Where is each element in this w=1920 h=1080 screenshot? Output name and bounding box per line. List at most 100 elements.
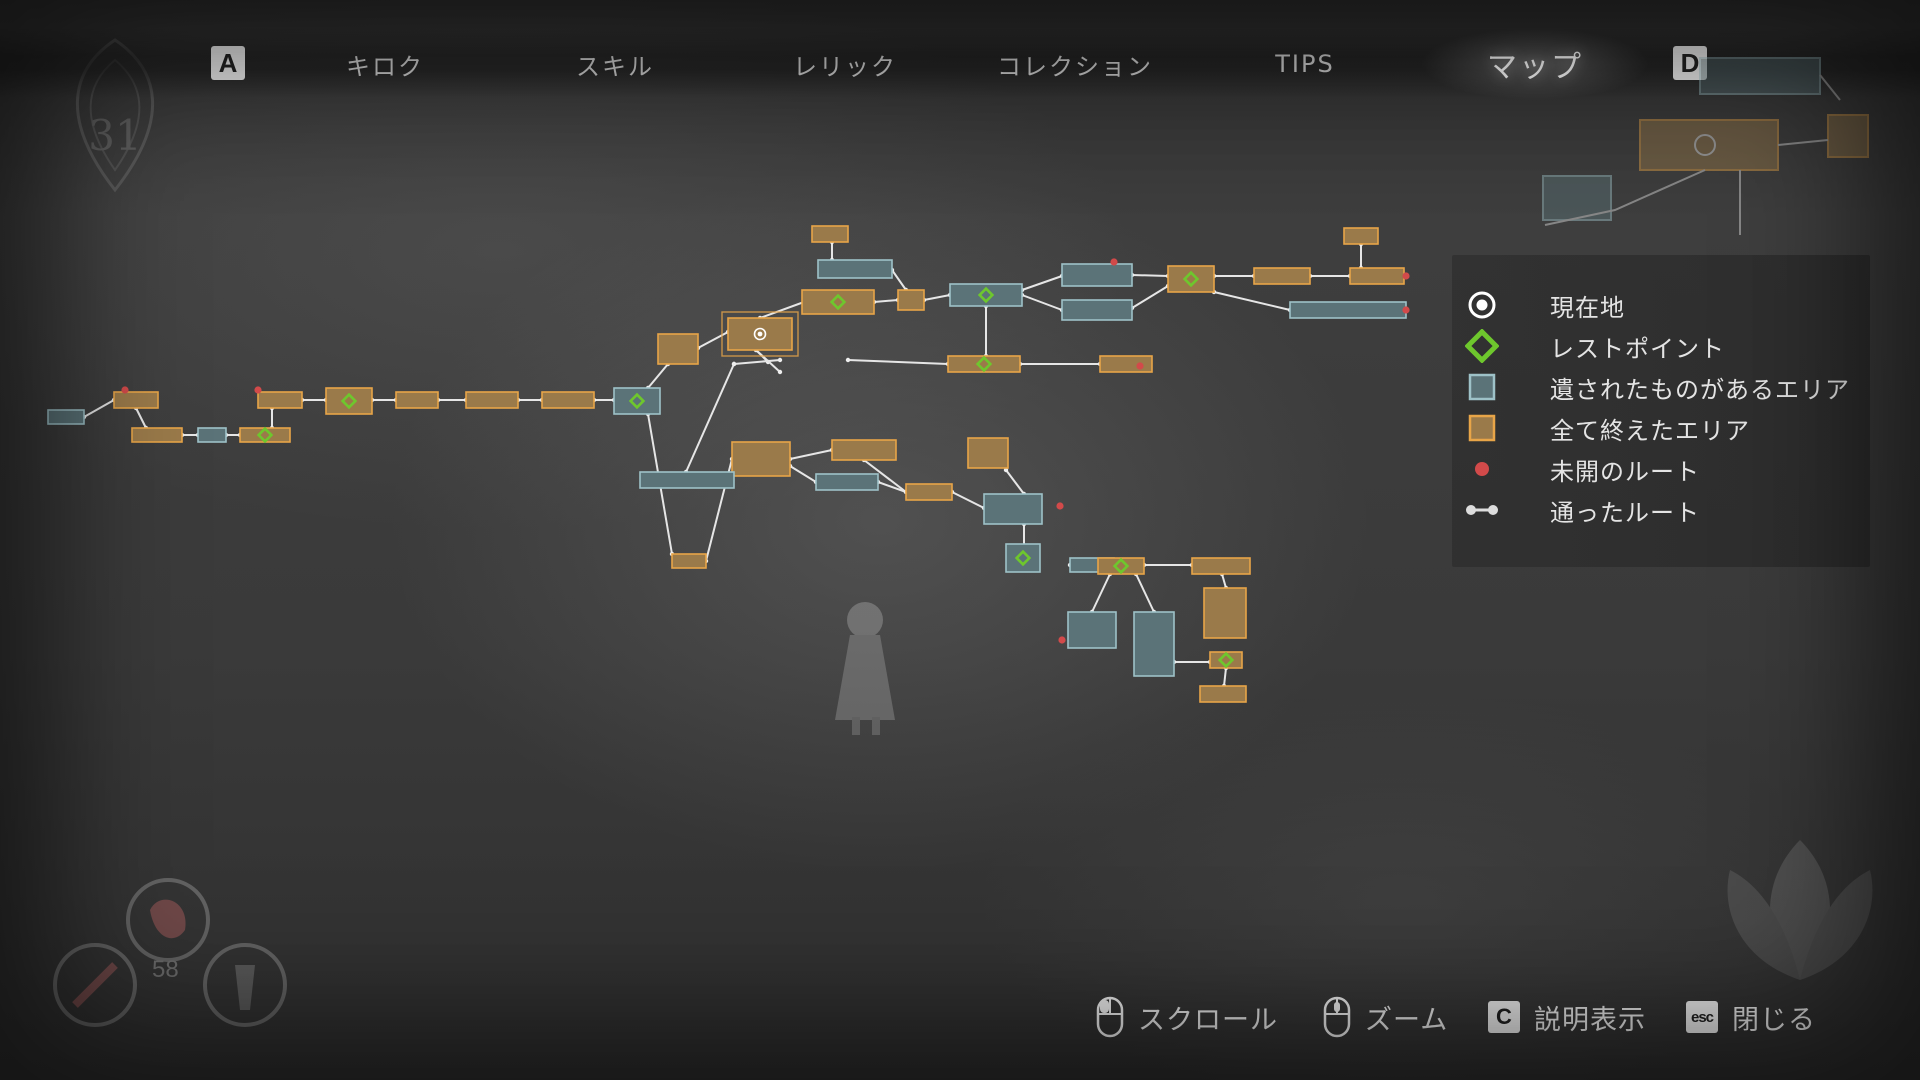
map-room-complete[interactable] — [1343, 227, 1379, 245]
tab-collection[interactable]: コレクション — [997, 52, 1153, 81]
rest-point-icon[interactable] — [829, 293, 847, 311]
map-room-remaining[interactable] — [983, 493, 1043, 525]
tab-skill[interactable]: スキル — [576, 52, 654, 81]
rest-point-icon[interactable] — [1014, 549, 1032, 567]
route-path — [863, 459, 907, 493]
route-path — [1021, 294, 1063, 311]
map-room-complete[interactable] — [541, 391, 595, 409]
rest-point-icon[interactable] — [1112, 557, 1130, 575]
map-room-complete[interactable] — [811, 225, 849, 243]
area-remaining-icon — [1464, 369, 1500, 405]
map-room-complete[interactable] — [671, 553, 707, 569]
map-room-complete[interactable] — [731, 441, 791, 477]
map-room-remaining[interactable] — [47, 409, 85, 425]
route-node — [777, 357, 783, 363]
route-path — [923, 294, 951, 301]
unexplored-route-icon — [1402, 272, 1410, 280]
map-rooms — [47, 225, 1407, 703]
map-room-complete[interactable] — [1253, 267, 1311, 285]
map-room-complete[interactable] — [1167, 265, 1215, 293]
area-complete-icon — [1464, 410, 1500, 446]
legend-label: 未開のルート — [1550, 457, 1700, 486]
map-room-complete[interactable] — [1199, 685, 1247, 703]
map-room-complete[interactable] — [967, 437, 1009, 469]
route-node — [777, 369, 783, 375]
rest-point-icon[interactable] — [1217, 651, 1235, 669]
map-room-complete[interactable] — [257, 391, 303, 409]
map-room-complete[interactable] — [465, 391, 519, 409]
route-path — [135, 407, 147, 429]
unexplored-route-icon — [1464, 451, 1500, 487]
map-room-remaining[interactable] — [1005, 543, 1041, 573]
unexplored-route-icon — [121, 386, 129, 394]
legend-label: 現在地 — [1550, 293, 1625, 322]
rest-point-icon[interactable] — [975, 355, 993, 373]
rest-point-icon[interactable] — [628, 392, 646, 410]
map-room-remaining[interactable] — [613, 387, 661, 415]
route-path — [759, 301, 805, 319]
level-number: 31 — [88, 111, 141, 160]
legend-label: レストポイント — [1550, 334, 1725, 363]
route-path — [1005, 469, 1025, 495]
skill-hud-rings — [53, 878, 287, 1027]
tab-map[interactable]: マップ — [1487, 50, 1583, 85]
route-path — [789, 465, 817, 483]
active-tab-glow — [1420, 28, 1650, 100]
route-path — [83, 399, 115, 418]
map-room-complete[interactable] — [1191, 557, 1251, 575]
route-path — [1221, 573, 1227, 589]
legend-row-traveled-route: 通ったルート — [1452, 490, 1870, 530]
current-location-icon — [1464, 287, 1500, 323]
map-room-remaining[interactable] — [197, 427, 227, 443]
map-room-remaining[interactable] — [815, 473, 879, 491]
control-hints: スクロール ズーム C 説明表示 esc 閉じる — [1090, 992, 1880, 1042]
control-label: 閉じる — [1732, 1004, 1816, 1036]
unexplored-route-icon — [1056, 502, 1064, 510]
lotus-decoration — [1727, 840, 1873, 980]
control-scroll: スクロール — [1096, 992, 1278, 1042]
map-room-complete[interactable] — [1203, 587, 1247, 639]
rest-point-icon[interactable] — [340, 392, 358, 410]
map-room-complete[interactable] — [131, 427, 183, 443]
top-nav-bar — [0, 28, 1920, 98]
control-zoom: ズーム — [1323, 992, 1448, 1042]
route-node — [845, 357, 851, 363]
tab-relic[interactable]: レリック — [793, 52, 897, 81]
tab-kiroku[interactable]: キロク — [346, 52, 424, 81]
route-path — [891, 269, 907, 291]
map-room-remaining[interactable] — [639, 471, 735, 489]
route-path — [733, 359, 781, 365]
legend-row-area-complete: 全て終えたエリア — [1452, 408, 1870, 448]
prev-tab-key[interactable]: A — [211, 46, 245, 80]
map-room-remaining[interactable] — [1061, 263, 1133, 287]
map-room-complete[interactable] — [325, 387, 373, 415]
route-path — [951, 491, 985, 509]
route-path — [1213, 291, 1291, 311]
rest-point-icon[interactable] — [256, 426, 274, 444]
map-room-complete[interactable] — [113, 391, 159, 409]
map-room-complete[interactable] — [905, 483, 953, 501]
map-room-complete[interactable] — [395, 391, 439, 409]
esc-key[interactable]: esc — [1686, 1001, 1718, 1033]
map-room-complete[interactable] — [897, 289, 925, 311]
map-room-remaining[interactable] — [817, 259, 893, 279]
route-path — [697, 331, 729, 349]
control-label: 説明表示 — [1534, 1004, 1646, 1036]
map-room-remaining[interactable] — [1067, 611, 1117, 649]
map-room-remaining[interactable] — [1061, 299, 1133, 321]
map-room-remaining[interactable] — [1133, 611, 1175, 677]
tab-tips[interactable]: TIPS — [1275, 50, 1335, 78]
map-room-complete[interactable] — [831, 439, 897, 461]
route-path — [1021, 275, 1063, 291]
rest-point-icon[interactable] — [977, 286, 995, 304]
route-path — [789, 449, 833, 460]
legend-row-area-remaining: 遺されたものがあるエリア — [1452, 367, 1870, 407]
unexplored-route-icon — [254, 386, 262, 394]
map-room-remaining[interactable] — [949, 283, 1023, 307]
rest-point-icon[interactable] — [1182, 270, 1200, 288]
map-room-complete[interactable] — [657, 333, 699, 365]
c-key[interactable]: C — [1488, 1001, 1520, 1033]
next-tab-key[interactable]: D — [1673, 46, 1707, 80]
ghost-figure — [835, 602, 895, 735]
